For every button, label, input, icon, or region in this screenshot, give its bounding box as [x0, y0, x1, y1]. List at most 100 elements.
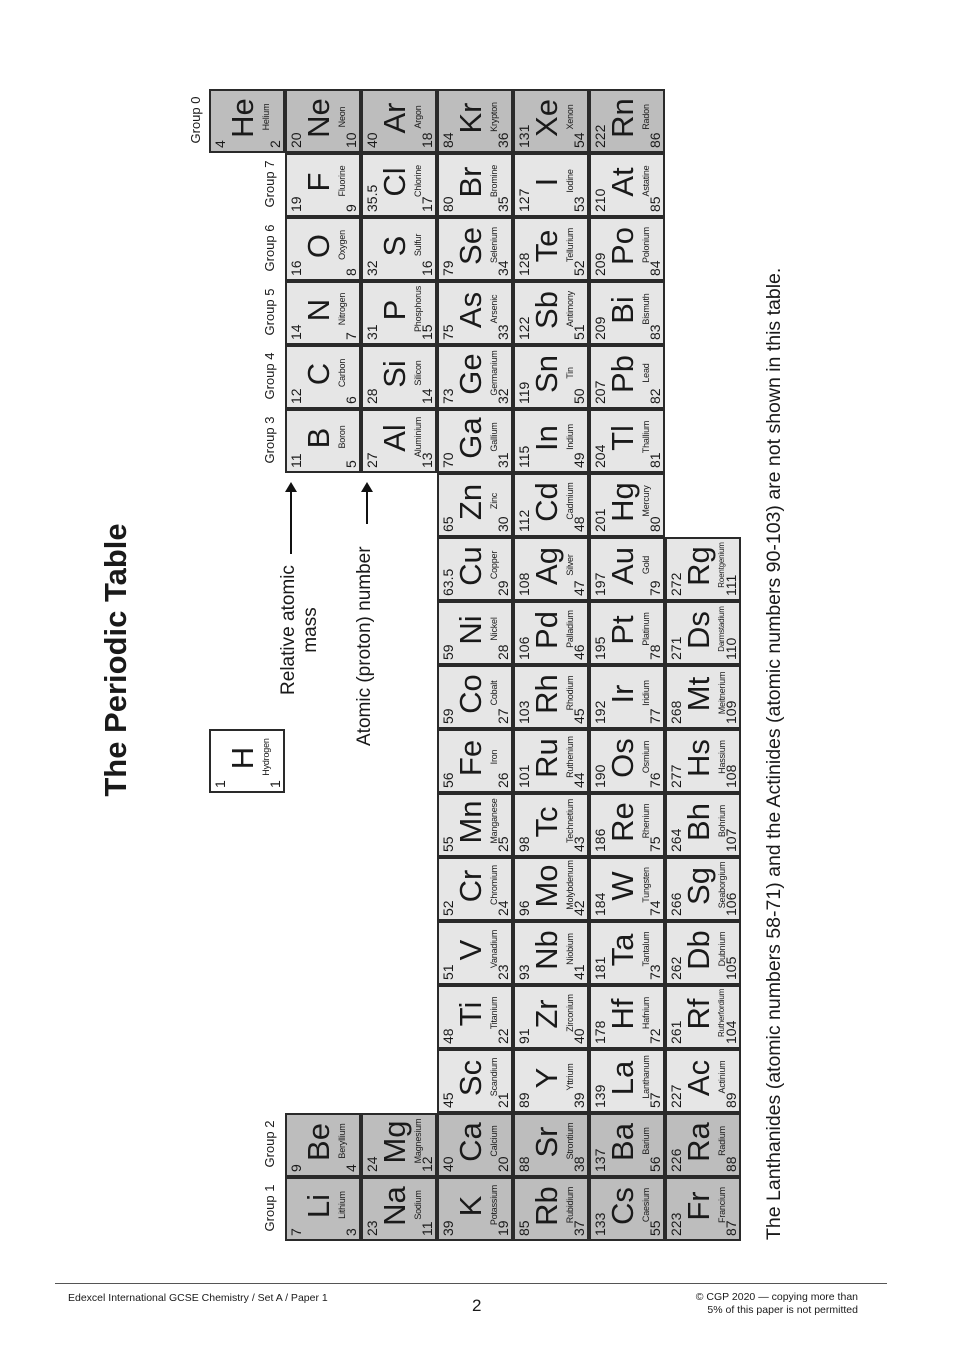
group-label-3: Group 3	[262, 416, 277, 464]
group-label-2: Group 2	[262, 1120, 277, 1168]
atomic-number: 79	[647, 580, 663, 596]
element-symbol: Fe	[453, 739, 488, 777]
atomic-number: 2	[267, 140, 283, 148]
copyright-line1: © CGP 2020 — copying more than	[695, 1291, 858, 1303]
footer-copyright: © CGP 2020 — copying more than 5% of thi…	[672, 1291, 858, 1317]
relative-atomic-mass-line2: mass	[300, 607, 321, 653]
element-symbol: Se	[453, 227, 488, 265]
element-symbol: Sg	[681, 867, 716, 905]
element-symbol: W	[605, 871, 640, 901]
element-symbol: Au	[605, 547, 640, 585]
element-symbol: Rh	[529, 674, 564, 714]
atomic-number: 104	[723, 1020, 739, 1044]
atomic-number: 56	[647, 1156, 663, 1172]
atomic-number: 88	[723, 1156, 739, 1172]
element-symbol: Co	[453, 674, 488, 714]
element-symbol: Na	[377, 1186, 412, 1226]
arrow-right-icon	[290, 484, 292, 554]
element-symbol: H	[225, 746, 260, 770]
atomic-number: 77	[647, 708, 663, 724]
atomic-number: 37	[571, 1220, 587, 1236]
element-symbol: C	[301, 362, 336, 386]
element-symbol: Ra	[681, 1122, 716, 1162]
atomic-number: 80	[647, 516, 663, 532]
element-symbol: Tl	[605, 425, 640, 451]
atomic-number: 19	[495, 1220, 511, 1236]
atomic-number: 75	[647, 836, 663, 852]
atomic-number: 10	[343, 132, 359, 148]
element-symbol: Ag	[529, 547, 564, 585]
atomic-number: 3	[343, 1228, 359, 1236]
group-label-1: Group 1	[262, 1184, 277, 1232]
element-symbol: Kr	[453, 102, 488, 134]
atomic-number: 54	[571, 132, 587, 148]
element-symbol: Re	[605, 802, 640, 842]
atomic-number: 76	[647, 772, 663, 788]
atomic-number: 11	[419, 1221, 435, 1236]
atomic-number: 22	[495, 1028, 511, 1044]
atomic-number: 35	[495, 196, 511, 212]
element-symbol: Ge	[453, 353, 488, 395]
atomic-number: 18	[419, 132, 435, 148]
element-symbol: Fr	[681, 1191, 716, 1221]
element-symbol: S	[377, 235, 412, 257]
atomic-number: 9	[343, 204, 359, 212]
atomic-number: 52	[571, 260, 587, 276]
atomic-number: 82	[647, 388, 663, 404]
element-symbol: At	[605, 167, 640, 197]
element-symbol: Ni	[453, 615, 488, 645]
element-symbol: Os	[605, 738, 640, 778]
element-symbol: Ta	[605, 933, 640, 967]
element-symbol: Ru	[529, 738, 564, 778]
element-symbol: Ti	[453, 1001, 488, 1027]
element-symbol: Rb	[529, 1186, 564, 1226]
element-symbol: N	[301, 298, 336, 322]
group-label-7: Group 7	[262, 160, 277, 208]
element-symbol: Sn	[529, 355, 564, 393]
element-symbol: Nb	[529, 930, 564, 970]
element-symbol: Ir	[605, 684, 640, 704]
element-symbol: Cl	[377, 167, 412, 197]
page-title: The Periodic Table	[98, 523, 133, 797]
page-number: 2	[472, 1296, 482, 1315]
element-symbol: Ne	[301, 98, 336, 138]
atomic-number: 16	[419, 260, 435, 276]
element-symbol: Sr	[529, 1126, 564, 1158]
